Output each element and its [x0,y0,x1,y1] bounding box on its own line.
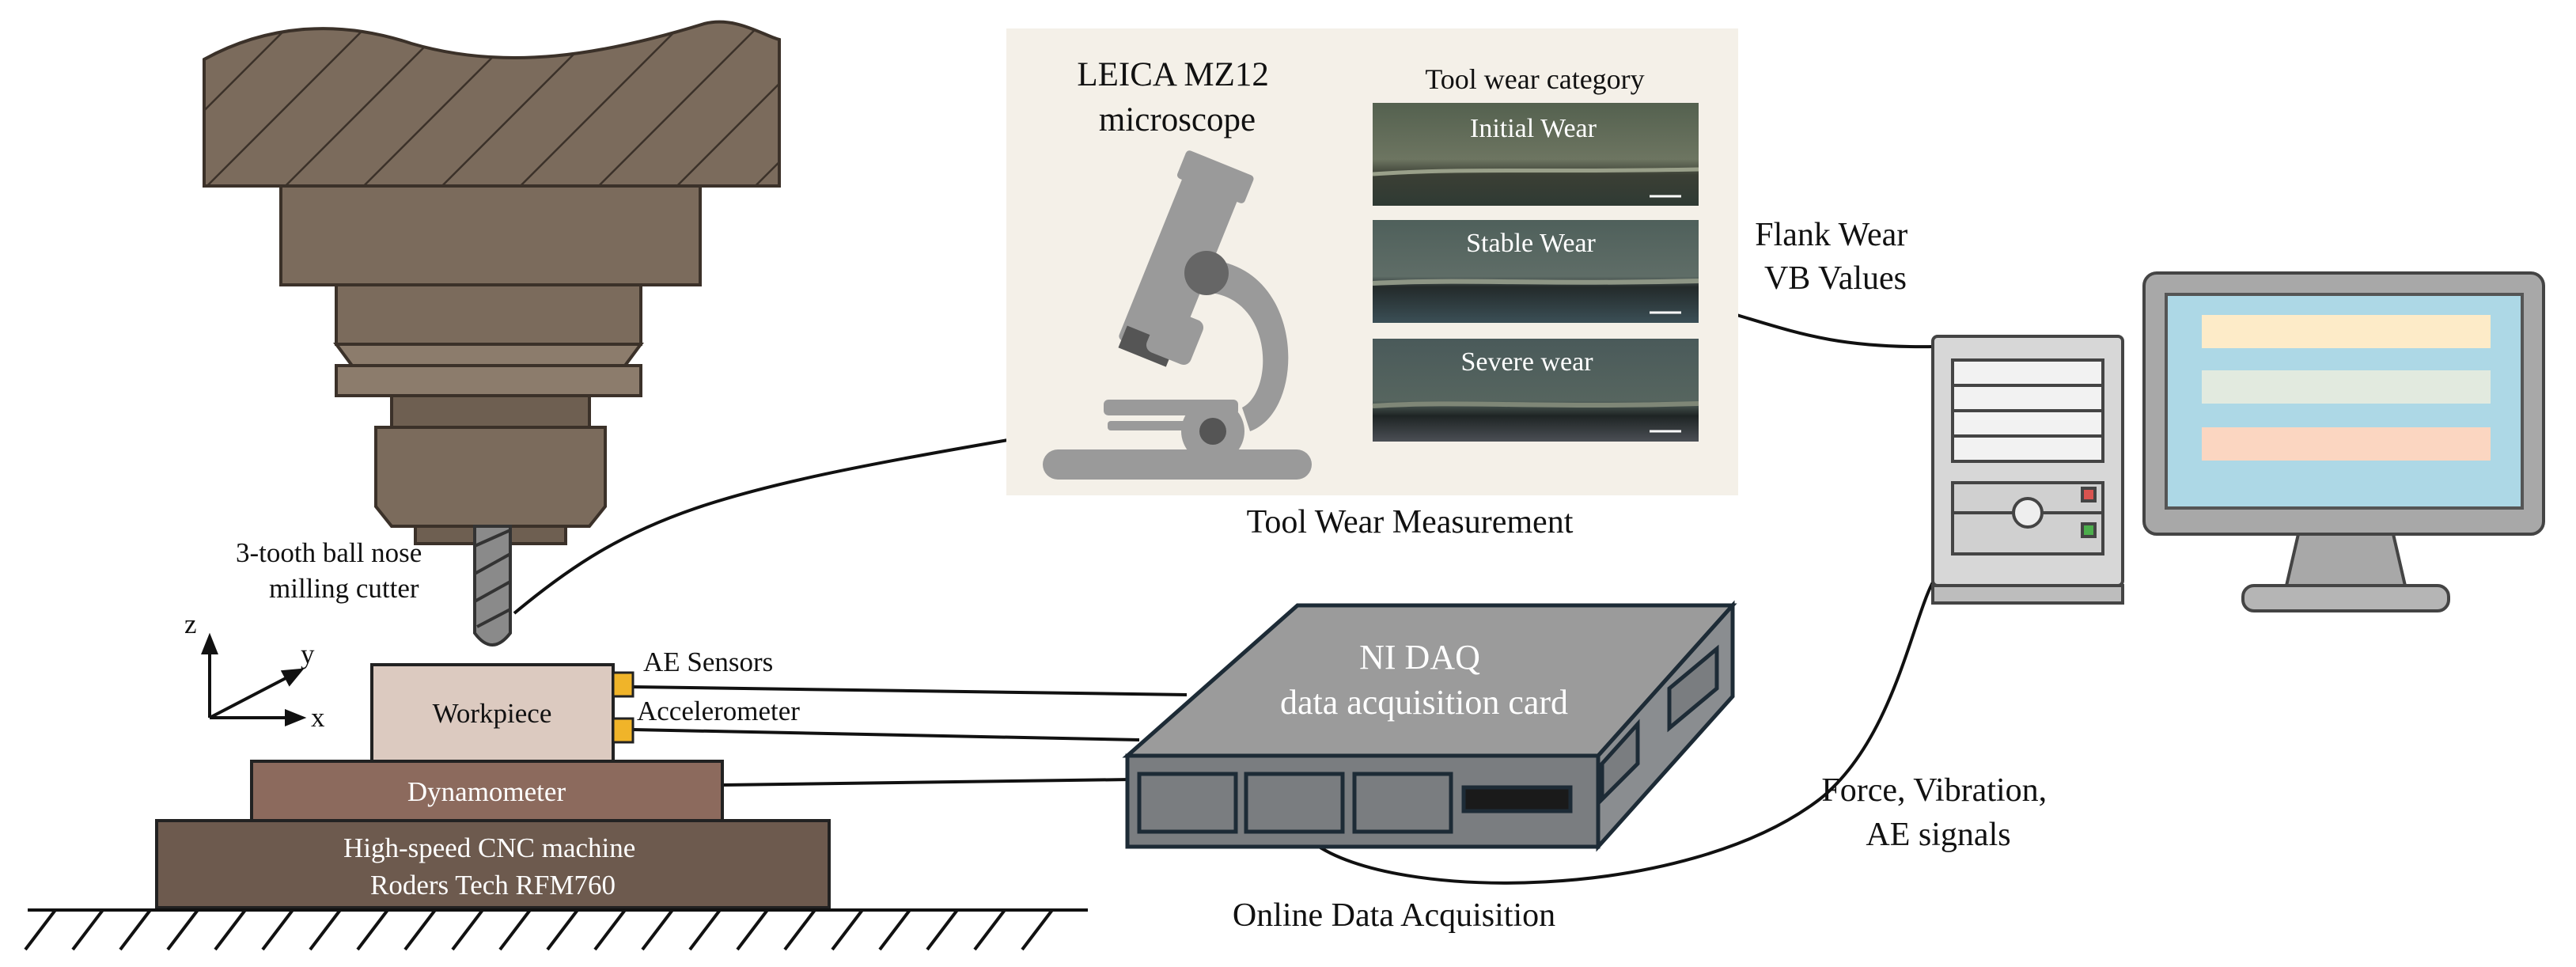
ground-hatch-line [546,908,579,951]
flank-wear-line-2: VB Values [1764,260,1907,297]
ground-hatch-line [403,908,437,951]
monitor-icon [2142,271,2545,612]
microscope-title-line-2: microscope [1099,101,1256,138]
ground-hatch-line [593,908,627,951]
accelerometer-label: Accelerometer [637,696,800,726]
microscope-title: LEICA MZ12 microscope [1077,56,1277,138]
flank-wear-label: Flank Wear VB Values [1755,217,1915,297]
accelerometer-sensor [612,717,635,744]
daq-port-1 [1137,772,1238,834]
ground-hatch-line [261,908,294,951]
screen-bar-3 [2202,427,2491,461]
ground-hatch-line [451,908,484,951]
cutter-label: 3-tooth ball nose milling cutter [236,537,429,604]
ground-hatch-line [736,908,769,951]
cable-cutter-to-microscope [513,438,1013,615]
axis-y-label: y [301,639,315,669]
screen-bar-2 [2202,370,2491,404]
wear-image-initial: Initial Wear [1372,103,1699,206]
spindle-block-2 [335,283,642,346]
wear-image-initial-label: Initial Wear [1470,114,1597,143]
ground-hatch-line [831,908,864,951]
daq-title-line-2: data acquisition card [1280,683,1568,722]
daq-port-2 [1244,772,1345,834]
workpiece [370,663,615,763]
ground-hatch-line [1021,908,1054,951]
ground-hatch-line [24,908,57,951]
spindle-taper [333,343,644,367]
cutter-label-line-1: 3-tooth ball nose [236,537,422,568]
daq-title-line-1: NI DAQ [1359,638,1480,677]
spindle-collar [335,364,642,397]
ground-hatch-line [926,908,959,951]
dynamometer-label: Dynamometer [407,776,566,807]
ground-hatch-line [498,908,532,951]
cable-microscope-to-computer [1728,311,1935,349]
cable-daq-to-computer [1312,572,1940,885]
ground [24,908,1088,951]
daq-slot [1461,785,1573,813]
computer-tower-icon [1931,335,2124,605]
workpiece-label: Workpiece [433,698,552,729]
spindle-block-1 [279,184,702,286]
ground-hatch-line [973,908,1006,951]
daq-side-port-2 [1667,644,1719,733]
axis-z-label: z [184,609,197,639]
cnc-machine [155,819,831,909]
ground-hatch-line [878,908,911,951]
daq-port-3 [1352,772,1453,834]
tool-wear-category-label: Tool wear category [1425,63,1644,95]
signals-line-2: AE signals [1866,817,2010,853]
tool-holder [374,426,607,528]
ground-hatch-line [309,908,342,951]
spindle [203,20,781,545]
signals-line-1: Force, Vibration, [1821,772,2047,809]
milling-cutter-icon [473,525,512,647]
tool-wear-measurement-label: Tool Wear Measurement [1247,504,1574,540]
ground-hatch-line [688,908,722,951]
ground-hatch-line [166,908,199,951]
cables [513,311,1940,885]
cnc-label-line-1: High-speed CNC machine [343,832,635,863]
axis-x-label: x [311,702,325,733]
microscope-title-line-1: LEICA MZ12 [1077,56,1268,93]
screen-bar-1 [2202,315,2491,348]
ground-hatch-line [783,908,816,951]
microscope-icon [1043,150,1312,480]
cable-ae-sensor-to-daq [632,685,1188,696]
cable-dynamometer-to-daq [723,778,1132,787]
ground-hatch-line [71,908,104,951]
cnc-machine-label: High-speed CNC machine Roders Tech RFM76… [343,832,642,901]
ae-sensor [612,671,635,698]
ground-hatch-line [214,908,247,951]
ground-hatch-line [356,908,389,951]
wear-image-stable-label: Stable Wear [1466,229,1596,258]
flank-wear-line-1: Flank Wear [1755,217,1907,253]
daq-side-port-1 [1600,719,1640,805]
axis-icon [201,632,307,726]
cnc-label-line-2: Roders Tech RFM760 [370,870,616,901]
wear-image-stable: Stable Wear [1372,220,1699,323]
online-data-acquisition-label: Online Data Acquisition [1233,897,1555,934]
cable-accelerometer-to-daq [632,728,1140,741]
cutter-label-line-2: milling cutter [269,573,419,604]
signals-label: Force, Vibration, AE signals [1821,772,2055,853]
ae-sensors-label: AE Sensors [643,647,773,677]
wear-image-severe: Severe wear [1372,339,1699,442]
ground-hatch-line [641,908,674,951]
daq-card [1122,600,1737,852]
wear-image-severe-label: Severe wear [1460,347,1593,377]
spindle-head [203,20,781,188]
ground-hatch-line [119,908,152,951]
dynamometer [250,760,724,822]
spindle-neck [390,394,591,429]
daq-title: NI DAQ data acquisition card [1280,638,1568,722]
